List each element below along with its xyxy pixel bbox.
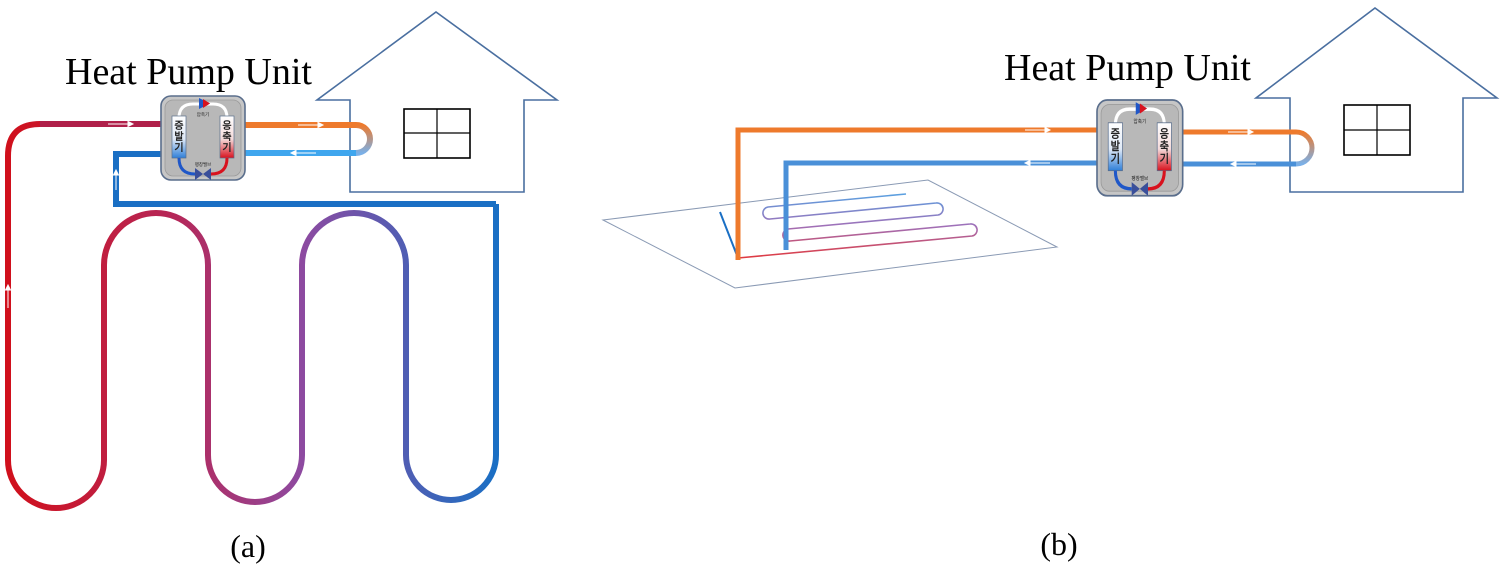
panel-b-caption: (b) — [1040, 526, 1077, 562]
window-icon-b — [1343, 104, 1411, 156]
ground-plane-b — [601, 179, 1059, 289]
ground-loop-a — [5, 121, 499, 511]
condenser-label-a-1: 응 — [222, 120, 231, 132]
condenser-label-a-3: 기 — [222, 141, 231, 154]
condenser-label-b-3: 기 — [1160, 151, 1169, 166]
evaporator-label-a-2: 발 — [174, 130, 184, 143]
flow-arrows-b — [1023, 126, 1256, 168]
valve-label-a: 팽창밸브 — [195, 161, 212, 168]
heat-pump-unit-b: 압축기 팽창밸브 증 발 기 응 축 기 — [1095, 98, 1185, 198]
house-b — [1253, 7, 1500, 193]
panel-a: Heat Pump Unit — [4, 11, 560, 564]
evaporator-label-b-1: 증 — [1111, 127, 1120, 141]
ground-return-b — [783, 160, 1100, 250]
evaporator-label-b-3: 기 — [1111, 151, 1120, 166]
compressor-label-a: 압축기 — [197, 111, 209, 118]
building-bend-b — [1295, 129, 1315, 167]
panel-a-caption: (a) — [230, 528, 266, 564]
window-icon-a — [403, 108, 471, 159]
heat-pump-unit-a: 압축기 팽창밸브 증 발 기 응 축 기 — [159, 94, 247, 182]
evaporator-label-b-2: 발 — [1111, 139, 1120, 154]
panel-b-title: Heat Pump Unit — [1004, 47, 1251, 89]
panel-a-title: Heat Pump Unit — [65, 51, 312, 93]
compressor-label-b: 압축기 — [1134, 118, 1147, 125]
building-bend-a — [355, 122, 373, 156]
house-a — [314, 11, 560, 193]
evaporator-label-a-3: 기 — [174, 141, 183, 154]
condenser-label-b-1: 응 — [1160, 127, 1169, 141]
ground-supply-b — [735, 127, 1100, 260]
condenser-label-b-2: 축 — [1160, 139, 1169, 154]
ground-coil-b — [737, 193, 978, 259]
panel-b: Heat Pump Unit — [601, 7, 1500, 562]
evaporator-label-a-1: 증 — [174, 120, 183, 132]
flow-arrows-a — [4, 120, 325, 308]
condenser-label-a-2: 축 — [222, 130, 231, 143]
valve-label-b: 팽창밸브 — [1131, 175, 1148, 182]
